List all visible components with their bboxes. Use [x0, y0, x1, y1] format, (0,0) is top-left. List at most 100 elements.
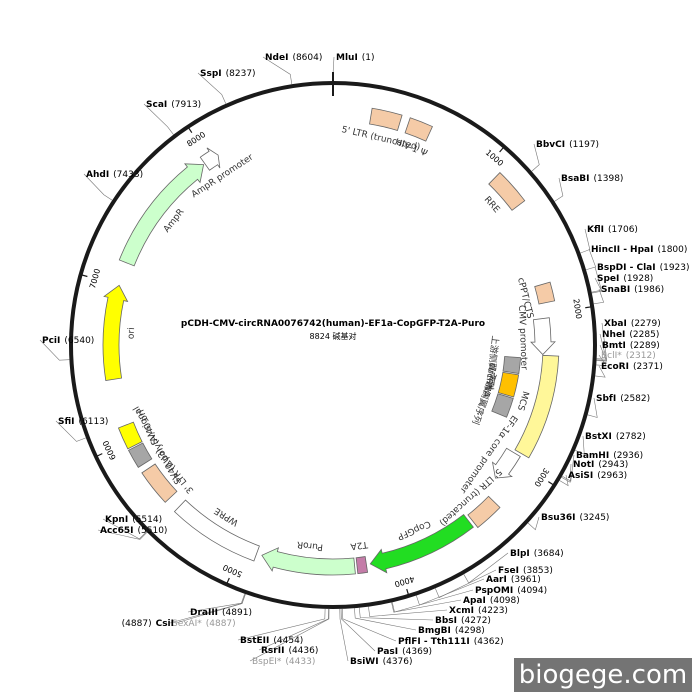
restriction-site: HincII - HpaI (1800) — [591, 245, 687, 255]
restriction-site: BspDI - ClaI(1923) — [597, 263, 690, 273]
site-position: (1986) — [634, 285, 664, 295]
feature-mcs — [514, 354, 560, 459]
restriction-site: SfiI(6113) — [58, 417, 108, 427]
site-position: (5510) — [138, 526, 168, 536]
restriction-site: PciI(6540) — [42, 336, 94, 346]
site-leader — [585, 248, 597, 271]
site-leader — [197, 72, 227, 104]
site-name: BlpI — [510, 549, 530, 559]
site-position: (5514) — [132, 515, 162, 525]
site-name: EcoRI — [601, 362, 629, 372]
feature-annotations: 5' LTR (truncated)HIV-1 ΨRREcPPT/CTSCMV … — [102, 107, 560, 576]
site-leader — [143, 103, 174, 135]
site-leader-lines — [39, 56, 607, 662]
restriction-site: BamHI(2936) — [576, 451, 643, 461]
feature-ampr-promoter — [199, 147, 221, 171]
site-name: SspI — [200, 69, 222, 79]
feature-cmv-promoter — [530, 317, 556, 356]
site-leader — [596, 344, 607, 362]
restriction-site: Bsu36I(3245) — [541, 513, 609, 523]
site-position: (4223) — [478, 606, 508, 616]
site-name: AsiSI — [568, 471, 593, 481]
site-name: KpnI — [105, 515, 128, 525]
site-position: (1398) — [594, 174, 624, 184]
site-name: PasI — [377, 647, 398, 657]
site-leader — [531, 143, 540, 172]
restriction-site: EcoRI (2371) — [601, 362, 663, 372]
site-leader — [596, 333, 607, 361]
site-leader — [591, 277, 603, 294]
feature-flank — [491, 393, 514, 418]
site-position: (2371) — [633, 362, 663, 372]
site-position: (2289) — [630, 341, 660, 351]
site-position: (1800) — [657, 245, 687, 255]
site-name: NdeI — [265, 53, 288, 63]
restriction-site: RsrII(4436) — [261, 646, 318, 656]
feature-flank — [502, 356, 522, 374]
site-position: (3684) — [534, 549, 564, 559]
site-position: (7433) — [113, 170, 143, 180]
site-position: (2943) — [598, 460, 628, 470]
site-position: (1197) — [569, 140, 599, 150]
site-position: (7913) — [171, 100, 201, 110]
feature-copgfp — [369, 513, 474, 574]
site-position: (8237) — [226, 69, 256, 79]
site-leader — [97, 529, 148, 540]
site-name: FseI — [498, 566, 519, 576]
site-leader — [358, 607, 434, 621]
feature-wpre — [173, 499, 260, 562]
bp-tick — [225, 577, 230, 585]
bp-tick-label: 3000 — [532, 466, 551, 488]
restriction-site: KpnI (5514) — [105, 515, 162, 525]
site-name: CsiI — [156, 619, 174, 629]
site-position: (2312) — [626, 351, 656, 361]
bp-tick-label: 2000 — [571, 298, 583, 319]
site-name: BspEI* — [252, 657, 282, 667]
restriction-site: BsaBI(1398) — [561, 174, 623, 184]
site-name: HincII - HpaI — [591, 245, 653, 255]
site-position: (2285) — [629, 330, 659, 340]
site-leader — [368, 606, 448, 617]
site-name: XcmI — [449, 606, 474, 616]
restriction-site: BsiWI(4376) — [350, 657, 413, 667]
site-leader — [559, 474, 569, 487]
site-leader — [391, 599, 462, 613]
site-position: (4094) — [517, 586, 547, 596]
restriction-site: SpeI(1928) — [597, 274, 653, 284]
site-position: (2279) — [631, 319, 661, 329]
site-position: (1928) — [623, 274, 653, 284]
site-leader — [554, 177, 564, 202]
site-leader — [593, 288, 605, 305]
feature-5-ltr-truncated — [369, 107, 403, 131]
site-name: SexAI* — [172, 619, 202, 629]
restriction-site: PflFI - Tth111I(4362) — [398, 637, 504, 647]
site-name: KflI — [587, 225, 604, 235]
site-name: DraIII — [190, 608, 218, 618]
site-name: BspDI - ClaI — [597, 263, 656, 273]
site-name: Bsu36I — [541, 513, 576, 523]
site-name: SfiI — [58, 417, 75, 427]
restriction-site: PasI(4369) — [377, 647, 432, 657]
restriction-site: NdeI(8604) — [265, 53, 322, 63]
feature-label: ori — [127, 327, 138, 339]
site-name: NotI — [573, 460, 594, 470]
feature-ef-1-core-promoter — [491, 447, 521, 479]
site-name: PflFI - Tth111I — [398, 637, 470, 647]
bp-tick-label: 8000 — [185, 130, 207, 149]
site-position: (4887) — [122, 619, 152, 629]
restriction-site: SbfI(2582) — [596, 394, 650, 404]
feature-circrna — [497, 371, 520, 398]
restriction-site: SspI (8237) — [200, 69, 256, 79]
restriction-site: (4887) CsiI — [122, 619, 174, 629]
site-leader — [237, 608, 326, 641]
restriction-site: SexAI*(4887) — [172, 619, 236, 629]
restriction-site: AarI(3961) — [486, 575, 541, 585]
site-leader — [580, 228, 591, 254]
site-leader — [55, 420, 86, 442]
site-name: XbaI — [604, 319, 627, 329]
site-leader — [39, 339, 70, 361]
site-leader — [354, 608, 417, 631]
feature-cppt-cts — [534, 281, 556, 305]
site-leader — [340, 608, 376, 652]
restriction-site: BstEII(4454) — [240, 636, 303, 646]
